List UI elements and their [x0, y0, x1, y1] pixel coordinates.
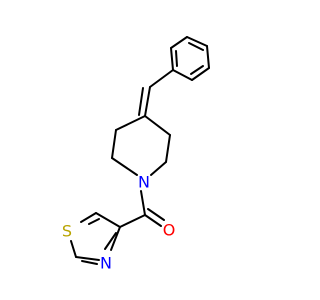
bond-benzene-3: [206, 45, 210, 69]
bond-thiazole-1: [95, 212, 121, 228]
thiazole-sulfur-label: S: [62, 222, 72, 241]
bond-benzene-5: [172, 69, 193, 81]
bond-thiazole-inner-1: [104, 232, 117, 250]
bond-benzene-1: [170, 36, 188, 49]
bond-ring-to-ch: [149, 69, 174, 88]
bond-benzene-inner-1: [188, 42, 204, 51]
structure-diagram: N O S N: [62, 36, 210, 273]
bond-benzene-inner-2: [190, 65, 204, 75]
benzene-ring: [170, 36, 210, 81]
carbonyl-oxygen-label: O: [163, 221, 176, 240]
bond-exocyclic-double-2: [138, 87, 144, 116]
bond-carbonyl-to-thiazole: [119, 214, 146, 228]
thiazole-nitrogen-label: N: [100, 254, 112, 273]
bond-pip-3: [150, 161, 167, 176]
bond-thiazole-2: [80, 212, 97, 223]
piperidine-nitrogen-label: N: [138, 173, 150, 192]
bond-carbonyl-double-1: [144, 214, 162, 227]
bond-exocyclic-double-1: [144, 86, 151, 117]
molecule-canvas: N O S N: [61, 36, 210, 273]
bond-pip-1: [144, 115, 171, 136]
bond-pip-4: [111, 157, 138, 176]
bond-benzene-inner-3: [175, 50, 178, 67]
bond-thiazole-4: [75, 256, 100, 261]
bond-thiazole-inner-2: [88, 218, 100, 225]
bond-carbonyl-double-2: [147, 208, 165, 221]
piperidine-ring: [111, 115, 171, 176]
bond-pip-5: [111, 129, 117, 159]
thiazole-ring: [70, 212, 121, 265]
bond-pip-2: [165, 134, 171, 163]
bond-thiazole-inner-3: [81, 260, 98, 265]
bond-benzene-6: [170, 47, 174, 71]
bond-benzene-2: [186, 36, 208, 47]
bond-benzene-4: [191, 67, 210, 81]
bond-thiazole-5: [110, 226, 121, 251]
bond-pip-6: [115, 115, 146, 131]
bond-thiazole-3: [70, 240, 77, 258]
bond-n-to-carbonyl: [140, 190, 146, 216]
